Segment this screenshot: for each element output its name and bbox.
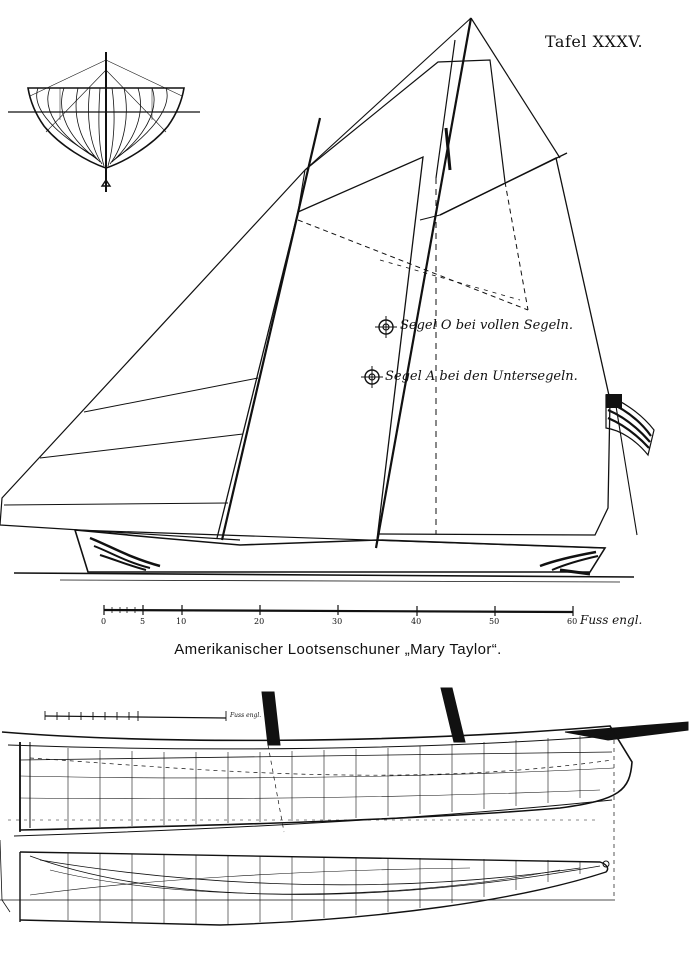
lower-sail-centre-note: Segel A bei den Untersegeln.: [385, 369, 578, 384]
scale-tick-10: 10: [176, 617, 187, 626]
lower-sail-centre-marker: [361, 366, 383, 388]
scale-unit-label: Fuss engl.: [580, 613, 643, 627]
sheer-plan: [1, 687, 689, 900]
foremast: [220, 117, 322, 541]
scale-tick-0: 0: [101, 617, 107, 626]
main-scale-bar: [103, 605, 574, 616]
foresail: [297, 155, 424, 549]
sail-plan: [0, 17, 655, 549]
full-sail-centre-marker: [375, 316, 397, 338]
full-sail-centre-note: Segel O bei vollen Segeln.: [400, 318, 573, 333]
flag: [605, 394, 655, 457]
scale-tick-40: 40: [411, 617, 422, 626]
scale-tick-50: 50: [489, 617, 500, 626]
half-breadth-plan: [0, 839, 615, 926]
scale-tick-5: 5: [140, 617, 146, 626]
fore-topsail: [304, 59, 506, 183]
mainmast: [374, 17, 473, 549]
figure-caption: Amerikanischer Lootsenschuner „Mary Tayl…: [174, 641, 502, 658]
small-scale-bar: [44, 711, 227, 721]
jib: [0, 169, 306, 541]
scale-tick-30: 30: [332, 617, 343, 626]
scale-tick-20: 20: [254, 617, 265, 626]
small-scale-unit-label: Fuss engl.: [230, 712, 262, 719]
scale-tick-60: 60: [567, 617, 578, 626]
waterline: [13, 572, 635, 578]
body-plan: [8, 52, 200, 192]
hull-profile: [13, 529, 635, 583]
plate-number: Tafel XXXV.: [545, 32, 644, 51]
